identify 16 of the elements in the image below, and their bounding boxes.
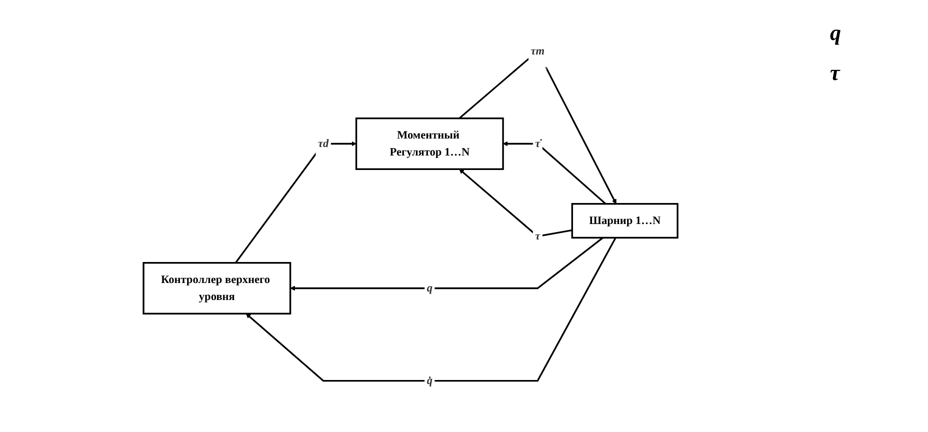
arrow xyxy=(290,237,604,291)
signal-label: τ xyxy=(830,60,842,86)
arrow xyxy=(246,237,617,382)
edge-label: τd xyxy=(318,138,330,150)
edge-label: q̇ xyxy=(427,374,433,388)
node-box: Контроллер верхнего уровня xyxy=(143,262,292,314)
edge-label: τ̇ xyxy=(536,138,541,150)
node-box: Моментный Регулятор 1…N xyxy=(356,117,504,170)
arrow xyxy=(235,141,357,264)
edge-label: τm xyxy=(531,44,545,58)
edge-label: τ xyxy=(536,230,541,243)
arrow xyxy=(460,168,573,238)
signal-label: q xyxy=(830,20,842,46)
node-box: Шарнир 1…N xyxy=(572,203,679,239)
arrow xyxy=(503,141,607,204)
edge-label: q xyxy=(427,282,433,294)
